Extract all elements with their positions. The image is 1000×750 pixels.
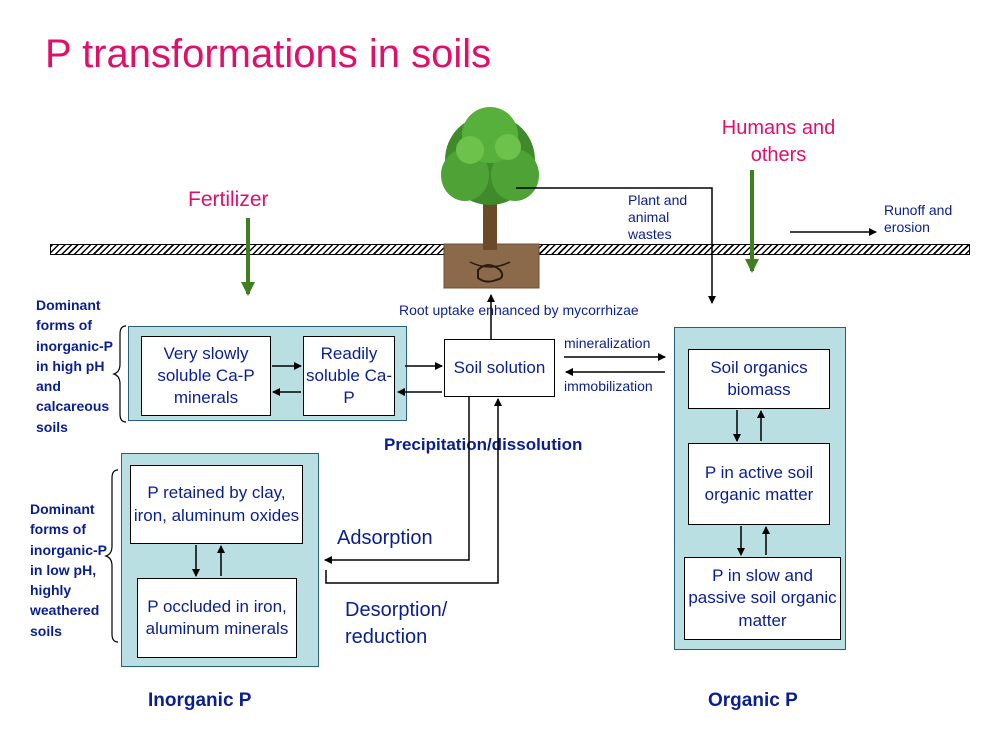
occluded-box: P occluded in iron, aluminum minerals <box>137 578 297 658</box>
root-uptake-label: Root uptake enhanced by mycorrhizae <box>399 302 639 318</box>
fertilizer-label: Fertilizer <box>188 188 269 211</box>
inorganic-p-label: Inorganic P <box>148 690 252 711</box>
retained-box: P retained by clay, iron, aluminum oxide… <box>130 465 303 544</box>
dominant-high-ph-label: Dominant forms of inorganic-P in high pH… <box>36 297 113 435</box>
soil-organics-box: Soil organics biomass <box>688 349 830 409</box>
immobilization-label: immobilization <box>564 378 653 394</box>
precipitation-label: Precipitation/dissolution <box>384 435 583 454</box>
desorption-label: Desorption/ reduction <box>345 599 448 648</box>
page-title: P transformations in soils <box>45 32 492 76</box>
dominant-low-ph-label: Dominant forms of inorganic-P in low pH,… <box>30 501 107 639</box>
humans-label: Humans and others <box>721 117 836 166</box>
runoff-label: Runoff and erosion <box>884 202 953 235</box>
organic-p-label: Organic P <box>708 690 798 711</box>
active-om-box: P in active soil organic matter <box>688 443 830 525</box>
readily-ca-p-box: Readily soluble Ca-P <box>303 336 395 416</box>
mineralization-label: mineralization <box>564 335 651 351</box>
ground-surface <box>50 244 970 255</box>
slow-om-box: P in slow and passive soil organic matte… <box>684 557 841 640</box>
ca-p-minerals-box: Very slowly soluble Ca-P minerals <box>141 336 271 416</box>
plant-wastes-label: Plant and animal wastes <box>628 192 688 242</box>
adsorption-label: Adsorption <box>337 527 433 549</box>
soil-solution-box: Soil solution <box>444 339 555 397</box>
